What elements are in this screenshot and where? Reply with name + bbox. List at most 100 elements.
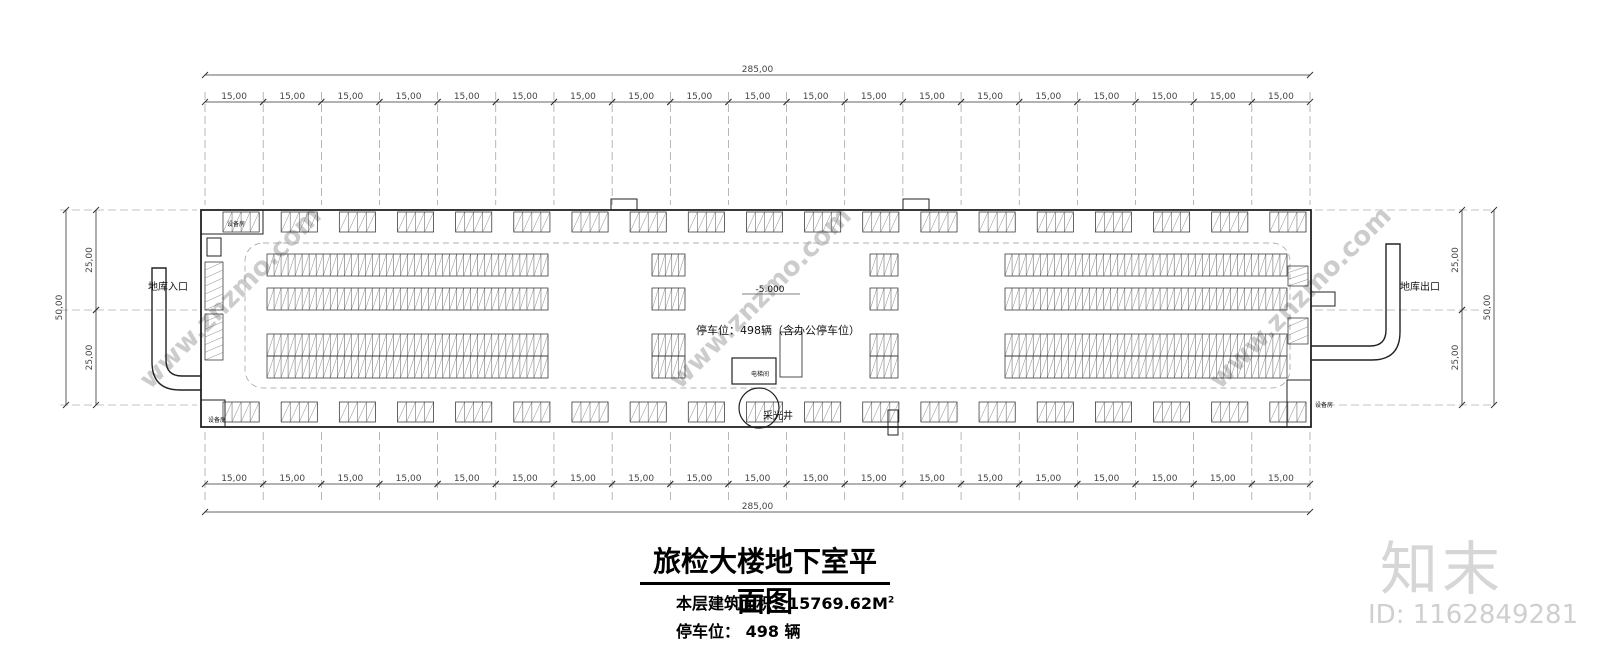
stall-col-left-a-stripe xyxy=(204,293,224,303)
stall-row-island-stripe xyxy=(323,253,331,277)
stall-row-island-stripe xyxy=(337,355,345,379)
stall-row-island-stripe xyxy=(1047,253,1055,277)
stall-row-perimeter-stripe xyxy=(513,401,523,423)
stall-row-perimeter-stripe xyxy=(348,211,358,233)
elevator-room xyxy=(731,357,777,385)
stall-row-island-stripe xyxy=(344,333,352,357)
stall-row-island-stripe xyxy=(1018,253,1027,277)
dim-bay-bottom-label: 15,00 xyxy=(512,474,538,484)
stall-row-island-stripe xyxy=(1018,333,1027,357)
stall-row-island-stripe xyxy=(1230,333,1238,357)
stall-row-perimeter-stripe xyxy=(299,211,309,233)
dim-total-bottom-tick xyxy=(201,508,209,516)
dim-bay-top-label: 15,00 xyxy=(861,92,887,102)
stall-row-perimeter-stripe xyxy=(697,211,707,233)
stall-row-perimeter-stripe xyxy=(987,401,998,423)
stall-row-island-stripe xyxy=(294,287,303,311)
stall-row-perimeter-stripe xyxy=(746,401,756,423)
stall-row-perimeter-stripe xyxy=(871,211,881,233)
stall-row-island-stripe xyxy=(1258,287,1267,311)
stall-row-perimeter-stripe xyxy=(339,211,349,233)
stall-row-island-stripe xyxy=(280,355,289,379)
stall-row-perimeter-stripe xyxy=(1113,401,1123,423)
stall-row-island-stripe xyxy=(1223,333,1231,357)
stall-row-island-stripe xyxy=(1174,287,1182,311)
stall-row-perimeter-stripe xyxy=(880,211,891,233)
skylight-label: 采光井 xyxy=(763,409,793,422)
stall-row-perimeter-stripe xyxy=(249,211,260,233)
stall-row-perimeter-stripe xyxy=(455,211,465,233)
stall-row-island-stripe xyxy=(428,253,436,277)
stall-row-island-stripe xyxy=(876,287,885,311)
stall-row-island-stripe xyxy=(665,253,672,277)
stall-row-perimeter-stripe xyxy=(1229,211,1239,233)
dim-bay-top-label: 15,00 xyxy=(628,92,654,102)
stall-row-island-stripe xyxy=(1223,253,1231,277)
stall-row-island-stripe xyxy=(407,333,415,357)
stall-row-island-stripe xyxy=(1159,287,1168,311)
stall-row-perimeter-stripe xyxy=(920,401,931,423)
parking-stalls xyxy=(204,211,1309,423)
stall-row-island-stripe xyxy=(323,287,331,311)
watermark-text: www.znzmo.com xyxy=(664,201,858,395)
dim-bay-bottom-tick xyxy=(434,480,441,488)
stall-row-perimeter-stripe xyxy=(240,401,251,423)
stall-row-island-stripe xyxy=(1018,355,1027,379)
stall-row-perimeter-stripe xyxy=(755,401,765,423)
stall-row-island-stripe xyxy=(393,253,401,277)
stall-row-island-stripe xyxy=(1244,287,1252,311)
stall-row-island-stripe xyxy=(1258,333,1267,357)
stair-left xyxy=(206,237,222,257)
stall-row-island-stripe xyxy=(470,253,478,277)
stall-row-island-stripe xyxy=(1131,355,1140,379)
dim-bay-top-tick xyxy=(1015,98,1023,106)
stall-row-island-stripe xyxy=(1279,333,1288,357)
dim-right-total-tick xyxy=(1490,206,1498,214)
stall-row-island-stripe xyxy=(470,355,478,379)
dim-bay-top-label: 15,00 xyxy=(396,92,422,102)
elevator-room-label: 电梯间 xyxy=(751,370,769,378)
dim-left-total-tick xyxy=(62,206,70,214)
stall-row-island-stripe xyxy=(1110,287,1118,311)
stall-row-perimeter-stripe xyxy=(589,401,600,423)
dim-bay-top-label: 15,00 xyxy=(977,92,1003,102)
stall-row-island-stripe xyxy=(1152,355,1161,379)
stall-row-island-stripe xyxy=(1047,287,1055,311)
stall-col-right-a-stripe xyxy=(1287,279,1309,287)
stall-row-island-stripe xyxy=(1004,253,1013,277)
stall-row-island-stripe xyxy=(1011,253,1020,277)
stall-col-left-b-stripe xyxy=(204,336,224,345)
stall-row-perimeter-stripe xyxy=(397,401,407,423)
stall-row-island-stripe xyxy=(1145,287,1154,311)
stall-row-island-stripe xyxy=(678,355,686,379)
stall-row-island-stripe xyxy=(1117,287,1126,311)
stall-row-island-stripe xyxy=(512,333,521,357)
stall-row-perimeter-stripe xyxy=(889,401,900,423)
dim-bay-bottom-tick xyxy=(783,480,790,488)
stall-row-island-stripe xyxy=(876,333,885,357)
stall-row-island-stripe xyxy=(1025,355,1034,379)
stall-row-island-stripe xyxy=(484,355,492,379)
stall-row-island-stripe xyxy=(435,355,443,379)
stall-row-island-stripe xyxy=(1166,355,1175,379)
stall-row-island-stripe xyxy=(330,253,338,277)
dim-bay-top-tick xyxy=(725,98,732,106)
stall-row-island-stripe xyxy=(1202,355,1210,379)
dim-bay-bottom-tick xyxy=(376,480,383,488)
dim-bay-bottom-label: 15,00 xyxy=(1152,474,1178,484)
stall-row-island-stripe xyxy=(498,287,507,311)
stall-row-island-stripe xyxy=(1216,333,1224,357)
equip-room-label-tl: 设备房 xyxy=(227,220,245,228)
stall-row-island-stripe xyxy=(671,287,679,311)
stall-row-island-stripe xyxy=(658,355,666,379)
stall-row-island-stripe xyxy=(1202,287,1210,311)
stall-col-left-a-stripe xyxy=(204,301,224,311)
dim-bay-bottom-tick xyxy=(666,480,674,488)
stall-row-island-stripe xyxy=(498,253,507,277)
dimension-lines: 285,00285,0015,0015,0015,0015,0015,0015,… xyxy=(55,65,1498,516)
stall-row-island-stripe xyxy=(1054,253,1062,277)
stall-row-island-stripe xyxy=(449,253,457,277)
stall-row-perimeter-stripe xyxy=(764,401,774,423)
dim-right-total-tick xyxy=(1490,401,1498,409)
stall-row-island-frame xyxy=(651,355,686,379)
